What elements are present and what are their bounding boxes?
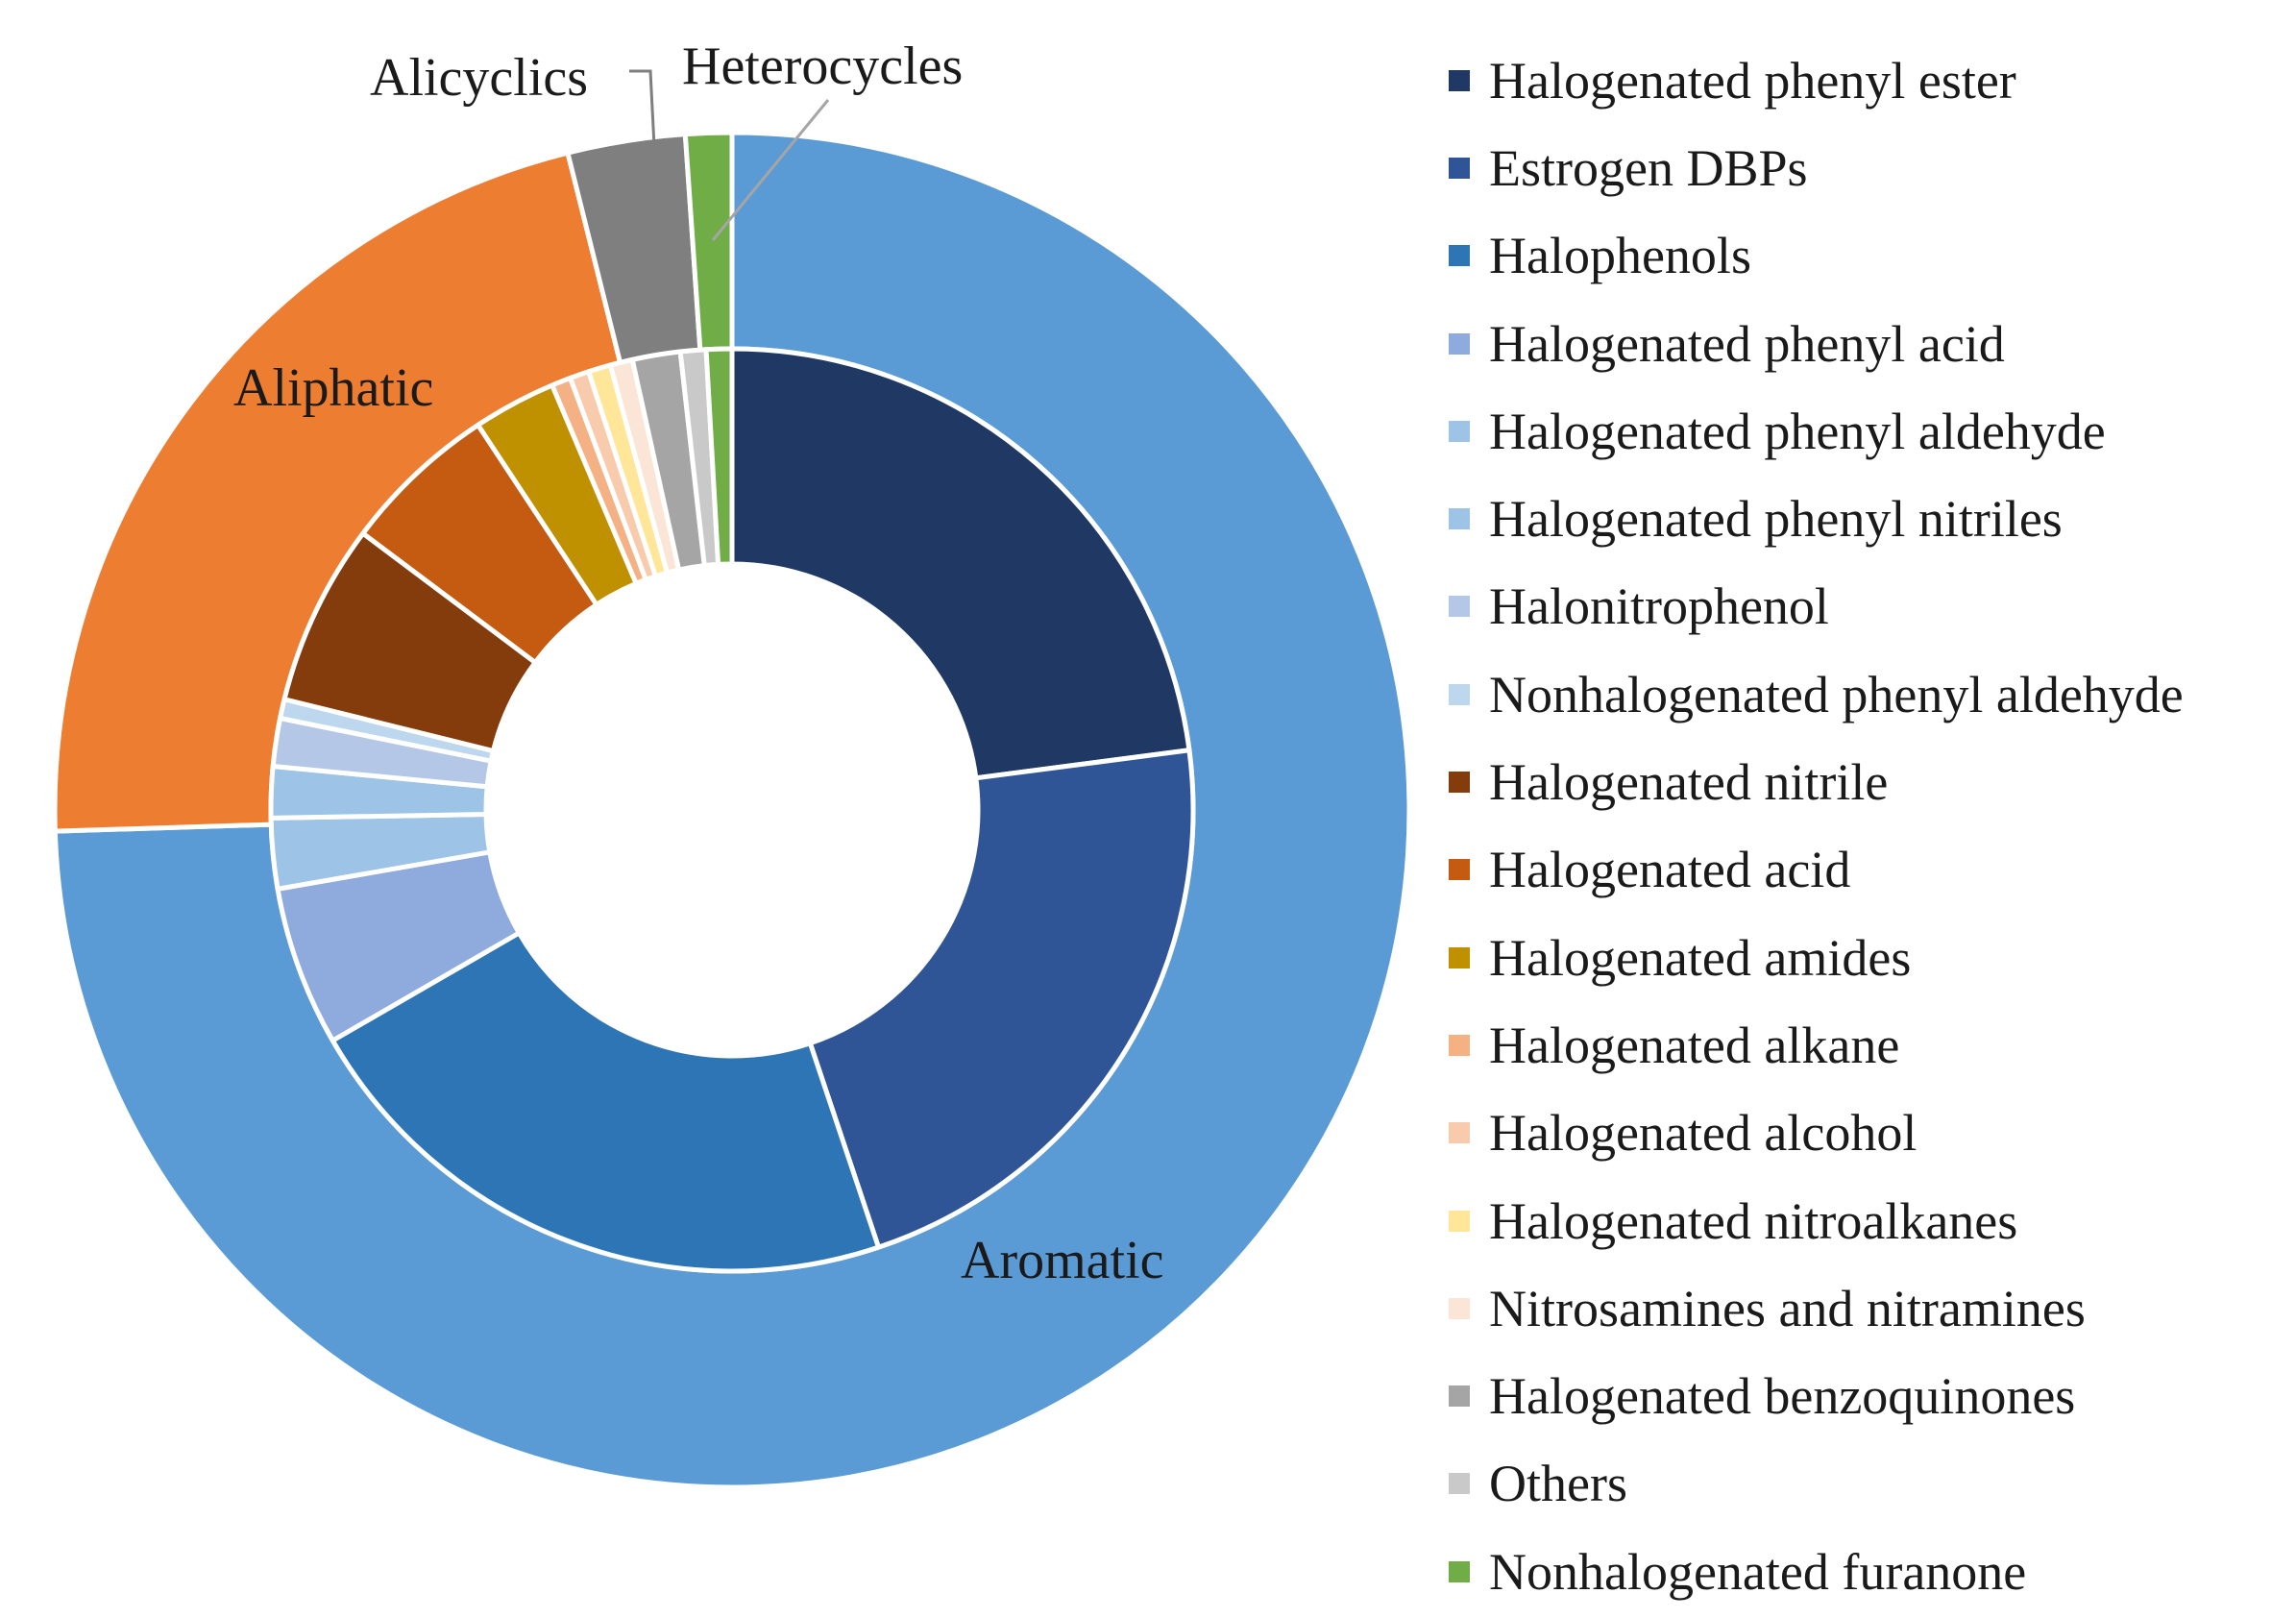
legend-swatch [1449, 157, 1470, 179]
legend-swatch [1449, 1122, 1470, 1144]
inner-slice-halophenols [330, 930, 881, 1274]
legend-label: Halogenated phenyl ester [1489, 51, 2016, 110]
leader-line-heterocycles [711, 99, 830, 241]
legend-item: Halogenated amides [1449, 914, 2184, 1001]
outer-label-heterocycles: Heterocycles [682, 37, 963, 96]
legend-swatch [1449, 332, 1470, 355]
outer-label-aromatic: Aromatic [961, 1231, 1163, 1290]
legend-item: Halophenols [1449, 212, 2184, 300]
legend-label: Halogenated nitrile [1489, 753, 1889, 812]
inner-ring [268, 346, 1196, 1274]
legend-label: Estrogen DBPs [1489, 138, 1808, 197]
legend-label: Halogenated alkane [1489, 1016, 1900, 1074]
legend-swatch [1449, 1560, 1470, 1582]
outer-ring-labels: Aromatic Aliphatic Alicyclics Heterocycl… [233, 37, 1163, 1290]
legend-item: Halonitrophenol [1449, 563, 2184, 650]
legend-item: Others [1449, 1440, 2184, 1528]
legend-swatch [1449, 1034, 1470, 1056]
legend-label: Halogenated amides [1489, 928, 1912, 987]
legend-label: Halonitrophenol [1489, 577, 1829, 636]
legend-swatch [1449, 420, 1470, 442]
legend-item: Halogenated alcohol [1449, 1090, 2184, 1177]
legend-swatch [1449, 508, 1470, 530]
legend-item: Nonhalogenated furanone [1449, 1528, 2184, 1615]
legend: Halogenated phenyl ester Estrogen DBPs H… [1449, 37, 2184, 1615]
legend-label: Nitrosamines and nitramines [1489, 1279, 2086, 1337]
legend-item: Halogenated phenyl acid [1449, 300, 2184, 387]
legend-label: Halogenated phenyl nitriles [1489, 490, 2063, 549]
legend-label: Nonhalogenated phenyl aldehyde [1489, 665, 2184, 723]
legend-swatch [1449, 596, 1470, 618]
inner-slice-estrogen-dbps [807, 748, 1196, 1250]
leader-line-alicyclics [629, 69, 661, 241]
legend-label: Halogenated alcohol [1489, 1104, 1917, 1163]
legend-item: Halogenated nitrile [1449, 738, 2184, 825]
legend-label: Halogenated phenyl acid [1489, 314, 2005, 373]
legend-item: Halogenated benzoquinones [1449, 1352, 2184, 1439]
legend-swatch [1449, 772, 1470, 794]
legend-swatch [1449, 245, 1470, 267]
legend-label: Halogenated phenyl aldehyde [1489, 402, 2106, 460]
legend-label: Others [1489, 1455, 1627, 1513]
legend-item: Halogenated phenyl aldehyde [1449, 387, 2184, 475]
outer-label-alicyclics: Alicyclics [370, 48, 588, 108]
legend-label: Halogenated acid [1489, 841, 1851, 899]
legend-item: Estrogen DBPs [1449, 124, 2184, 211]
legend-label: Nonhalogenated furanone [1489, 1542, 2027, 1601]
legend-swatch [1449, 1473, 1470, 1495]
inner-slice-nonhalogenated-furanone [703, 346, 735, 567]
legend-item: Halogenated acid [1449, 826, 2184, 914]
legend-swatch [1449, 683, 1470, 705]
legend-swatch [1449, 1385, 1470, 1408]
legend-item: Halogenated alkane [1449, 1001, 2184, 1089]
legend-swatch [1449, 946, 1470, 968]
legend-label: Halogenated benzoquinones [1489, 1367, 2076, 1426]
inner-slice-halogenated-phenyl-ester [729, 346, 1192, 781]
legend-swatch [1449, 859, 1470, 881]
label-leader-lines [629, 69, 830, 241]
legend-item: Halogenated phenyl nitriles [1449, 475, 2184, 562]
legend-item: Halogenated nitroalkanes [1449, 1177, 2184, 1264]
legend-item: Halogenated phenyl ester [1449, 37, 2184, 124]
legend-swatch [1449, 1210, 1470, 1232]
outer-ring [52, 130, 1412, 1490]
legend-label: Halogenated nitroalkanes [1489, 1191, 2018, 1250]
legend-item: Nonhalogenated phenyl aldehyde [1449, 650, 2184, 738]
legend-swatch [1449, 1297, 1470, 1319]
outer-label-aliphatic: Aliphatic [233, 358, 433, 418]
legend-item: Nitrosamines and nitramines [1449, 1264, 2184, 1352]
legend-swatch [1449, 69, 1470, 91]
legend-label: Halophenols [1489, 227, 1751, 285]
